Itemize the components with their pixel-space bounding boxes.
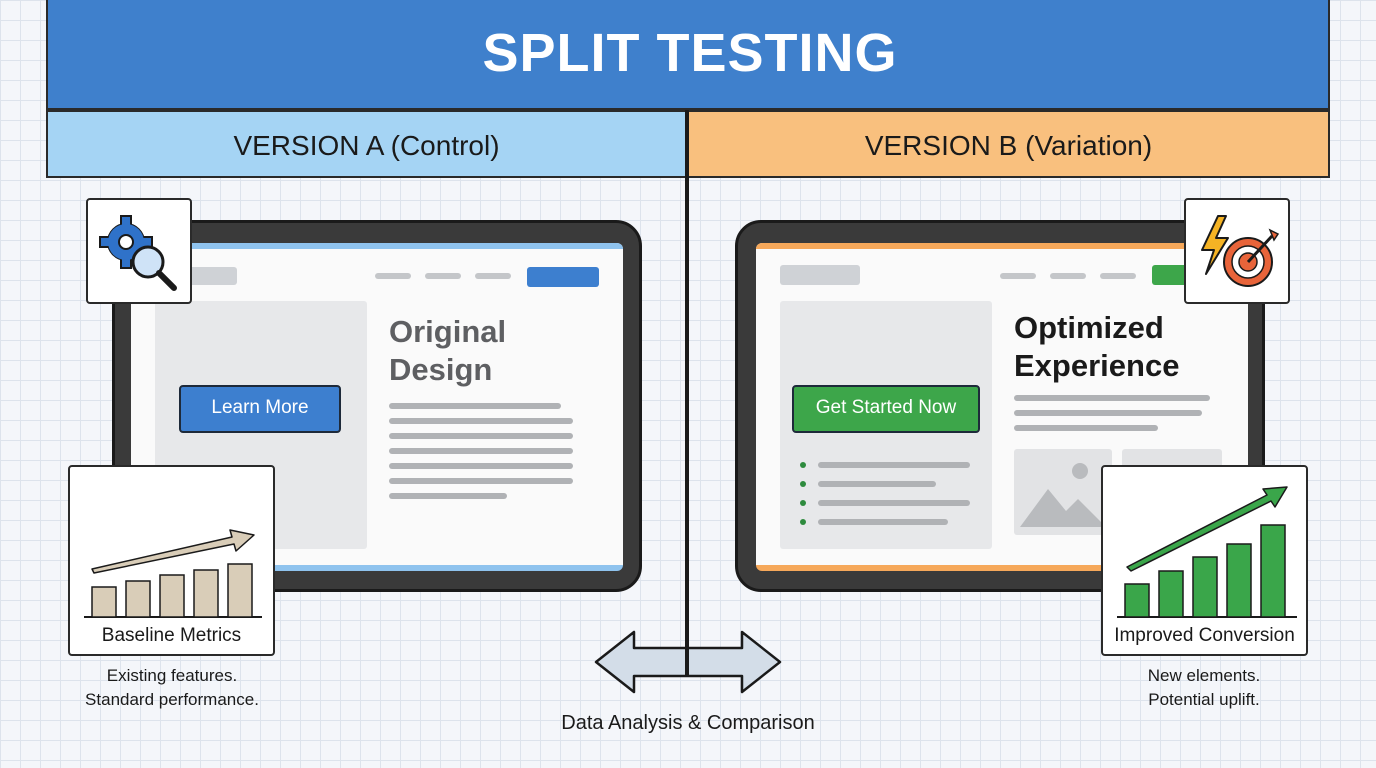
- version-a-nav-item: [475, 273, 511, 279]
- baseline-bar-1: [91, 586, 117, 618]
- version-a-heading-line2: Design: [389, 352, 493, 387]
- baseline-metrics-label: Baseline Metrics: [101, 625, 242, 646]
- improved-bar-3: [1192, 556, 1218, 618]
- improved-conversion-card: Improved Conversion: [1101, 465, 1308, 656]
- gear-magnifier-icon: [99, 215, 177, 291]
- improved-bar-chart: [1117, 486, 1297, 618]
- version-a-nav-item: [425, 273, 461, 279]
- improved-bar-5: [1260, 524, 1286, 618]
- baseline-bar-4: [193, 569, 219, 618]
- lightning-icon: [1201, 215, 1229, 275]
- version-a-caption-line2: Standard performance.: [85, 690, 259, 709]
- baseline-metrics-card: Baseline Metrics: [68, 465, 275, 656]
- version-b-heading-line1: Optimized: [1014, 310, 1164, 345]
- version-a-text-line: [389, 493, 507, 499]
- version-a-nav-item: [375, 273, 411, 279]
- version-b-bullet-line: [818, 462, 970, 468]
- version-b-bullet-line: [818, 481, 936, 487]
- mountain-image-icon: [1020, 463, 1106, 527]
- version-b-bullet: [800, 462, 806, 468]
- improved-bar-4: [1226, 543, 1252, 618]
- version-b-bullet: [800, 481, 806, 487]
- version-a-caption-line1: Existing features.: [106, 666, 238, 685]
- version-a-header: VERSION A (Control): [46, 110, 687, 178]
- version-b-heading: Optimized Experience: [1014, 309, 1244, 385]
- version-a-text-line: [389, 463, 573, 469]
- baseline-bar-chart: [84, 529, 262, 618]
- version-a-text-line: [389, 418, 573, 424]
- version-b-nav-item: [1050, 273, 1086, 279]
- version-b-logo-placeholder: [780, 265, 860, 285]
- version-a-label: VERSION A (Control): [233, 130, 500, 161]
- version-a-heading: Original Design: [389, 313, 609, 389]
- improved-bar-2: [1158, 570, 1184, 618]
- center-divider: [685, 110, 689, 675]
- version-a-accent-strip: [131, 243, 623, 249]
- lightning-target-icon: [1201, 215, 1280, 287]
- version-a-icon-card: [86, 198, 192, 304]
- version-a-text-line: [389, 403, 561, 409]
- title-banner: SPLIT TESTING: [46, 0, 1330, 110]
- version-a-logo-placeholder: [183, 267, 237, 285]
- get-started-now-button[interactable]: Get Started Now: [792, 385, 980, 433]
- version-a-heading-line1: Original: [389, 314, 507, 349]
- baseline-bar-5: [227, 563, 253, 618]
- version-b-caption-line1: New elements.: [1147, 666, 1261, 685]
- version-b-text-line: [1014, 425, 1158, 431]
- improved-conversion-label: Improved Conversion: [1114, 625, 1295, 646]
- version-a-text-line: [389, 433, 573, 439]
- version-b-nav-item: [1100, 273, 1136, 279]
- version-a-nav-button[interactable]: [527, 267, 599, 287]
- version-b-label: VERSION B (Variation): [864, 130, 1153, 161]
- version-b-bullet-line: [818, 519, 948, 525]
- page-title: SPLIT TESTING: [482, 23, 898, 83]
- version-b-accent-strip: [756, 243, 1248, 249]
- improved-trend-arrow: [1126, 486, 1288, 572]
- version-b-bullet: [800, 519, 806, 525]
- version-b-text-line: [1014, 395, 1210, 401]
- version-b-caption: New elements. Potential uplift.: [1090, 664, 1318, 712]
- version-b-heading-line2: Experience: [1014, 348, 1180, 383]
- improved-bar-1: [1124, 583, 1150, 618]
- version-b-text-line: [1014, 410, 1202, 416]
- version-b-bullet-line: [818, 500, 970, 506]
- version-a-text-line: [389, 478, 573, 484]
- baseline-trend-arrow: [91, 529, 255, 574]
- version-b-nav-item: [1000, 273, 1036, 279]
- version-b-header: VERSION B (Variation): [687, 110, 1330, 178]
- version-a-caption: Existing features. Standard performance.: [56, 664, 288, 712]
- version-a-text-line: [389, 448, 573, 454]
- center-divider-overlay: [685, 628, 689, 675]
- version-b-caption-line2: Potential uplift.: [1148, 690, 1260, 709]
- baseline-bar-3: [159, 574, 185, 618]
- version-b-image-placeholder: [1014, 449, 1112, 535]
- version-b-icon-card: [1184, 198, 1290, 304]
- baseline-bar-2: [125, 580, 151, 618]
- version-b-bullet: [800, 500, 806, 506]
- footer-label: Data Analysis & Comparison: [561, 712, 815, 734]
- learn-more-button[interactable]: Learn More: [179, 385, 341, 433]
